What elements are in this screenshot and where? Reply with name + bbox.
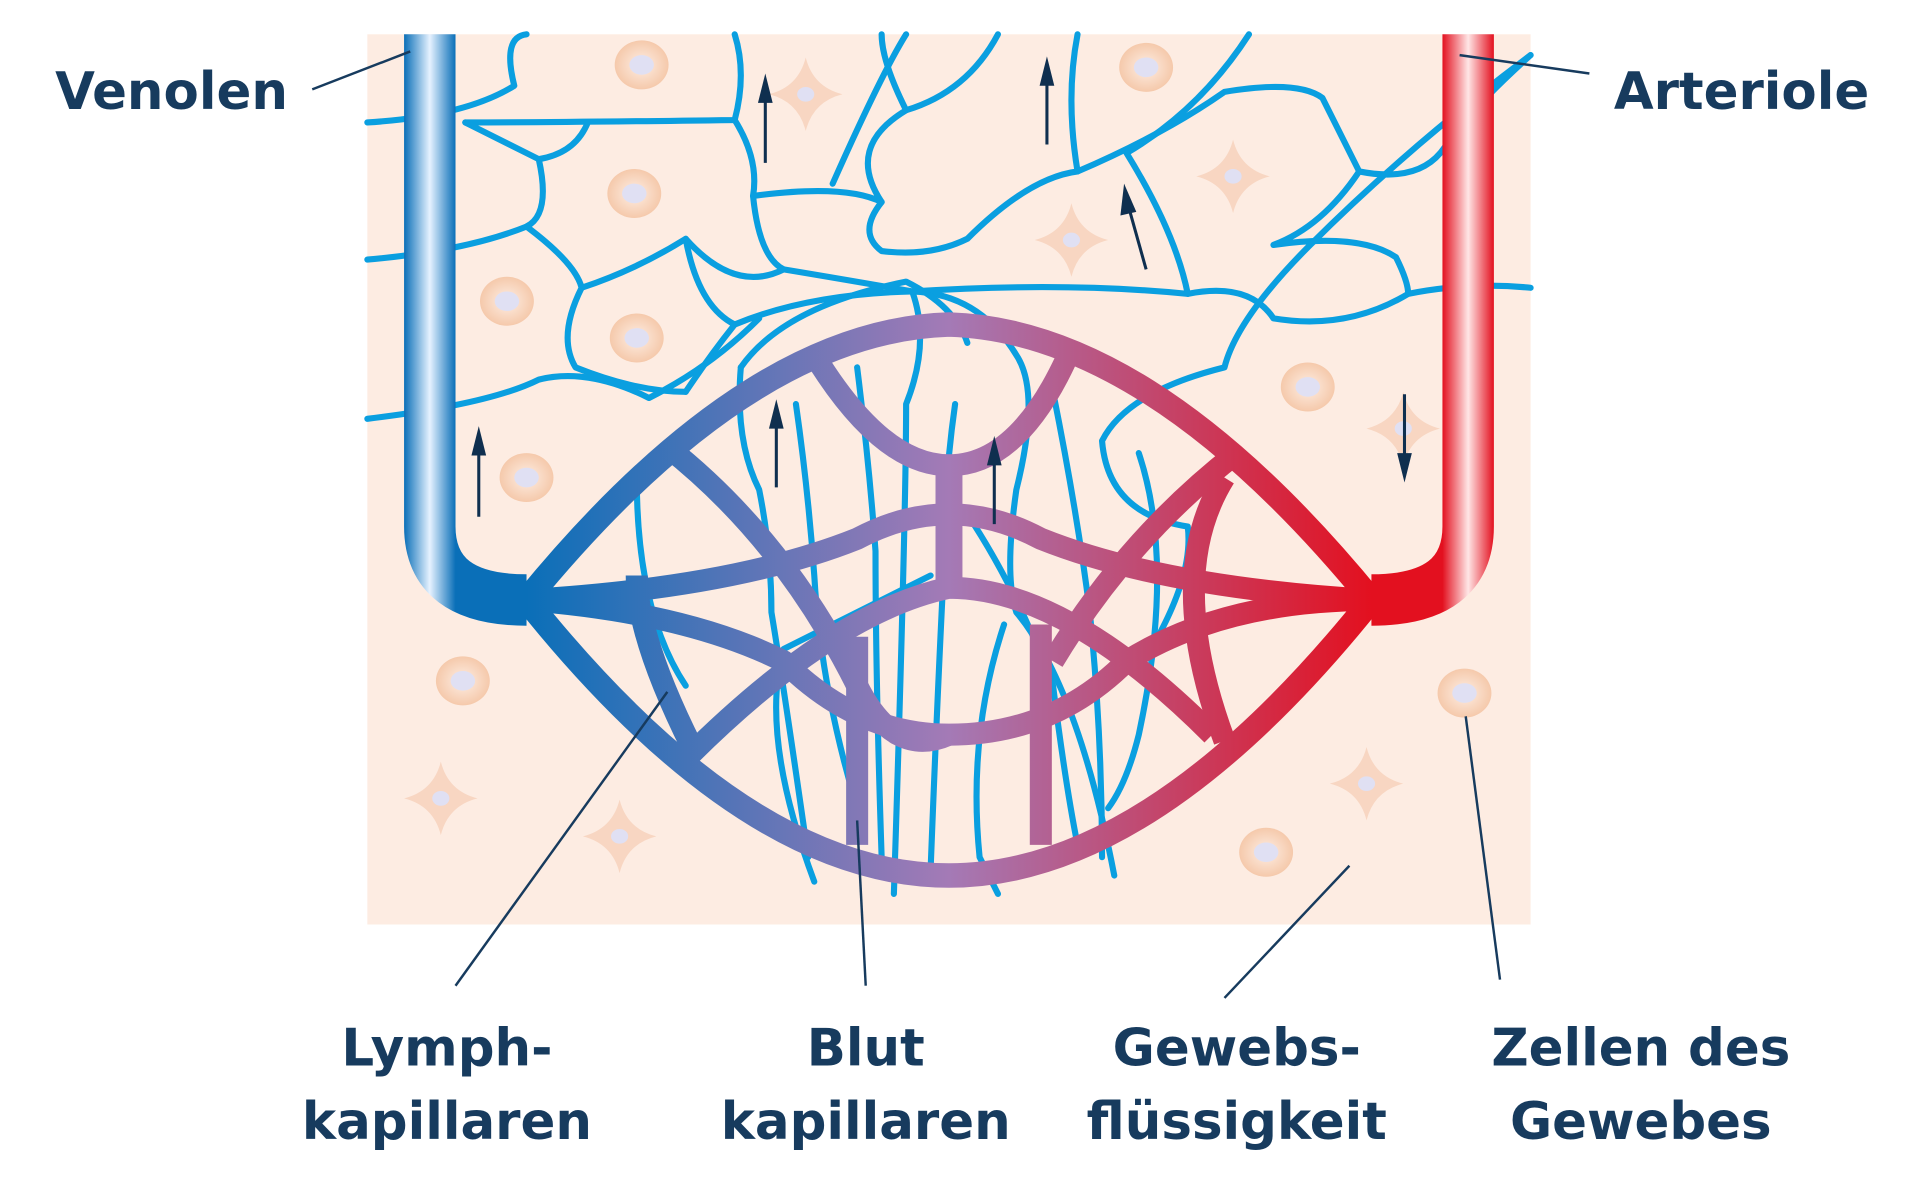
arteriole <box>1370 34 1494 626</box>
flow-arrows <box>471 56 1412 525</box>
label-zellen-1: Zellen des <box>1491 1018 1790 1078</box>
label-venolen: Venolen <box>55 62 288 122</box>
label-blut-1: Blut <box>807 1018 925 1078</box>
label-blut-2: kapillaren <box>721 1092 1011 1152</box>
label-lymph-2: kapillaren <box>302 1092 592 1152</box>
leader-lines <box>311 50 1590 999</box>
label-gewebs-2: flüssigkeit <box>1087 1092 1387 1152</box>
venule <box>404 34 528 626</box>
label-zellen-2: Gewebes <box>1510 1092 1772 1152</box>
label-arteriole: Arteriole <box>1614 62 1869 122</box>
label-lymph-1: Lymph- <box>341 1018 552 1078</box>
label-gewebs-1: Gewebs- <box>1113 1018 1361 1078</box>
